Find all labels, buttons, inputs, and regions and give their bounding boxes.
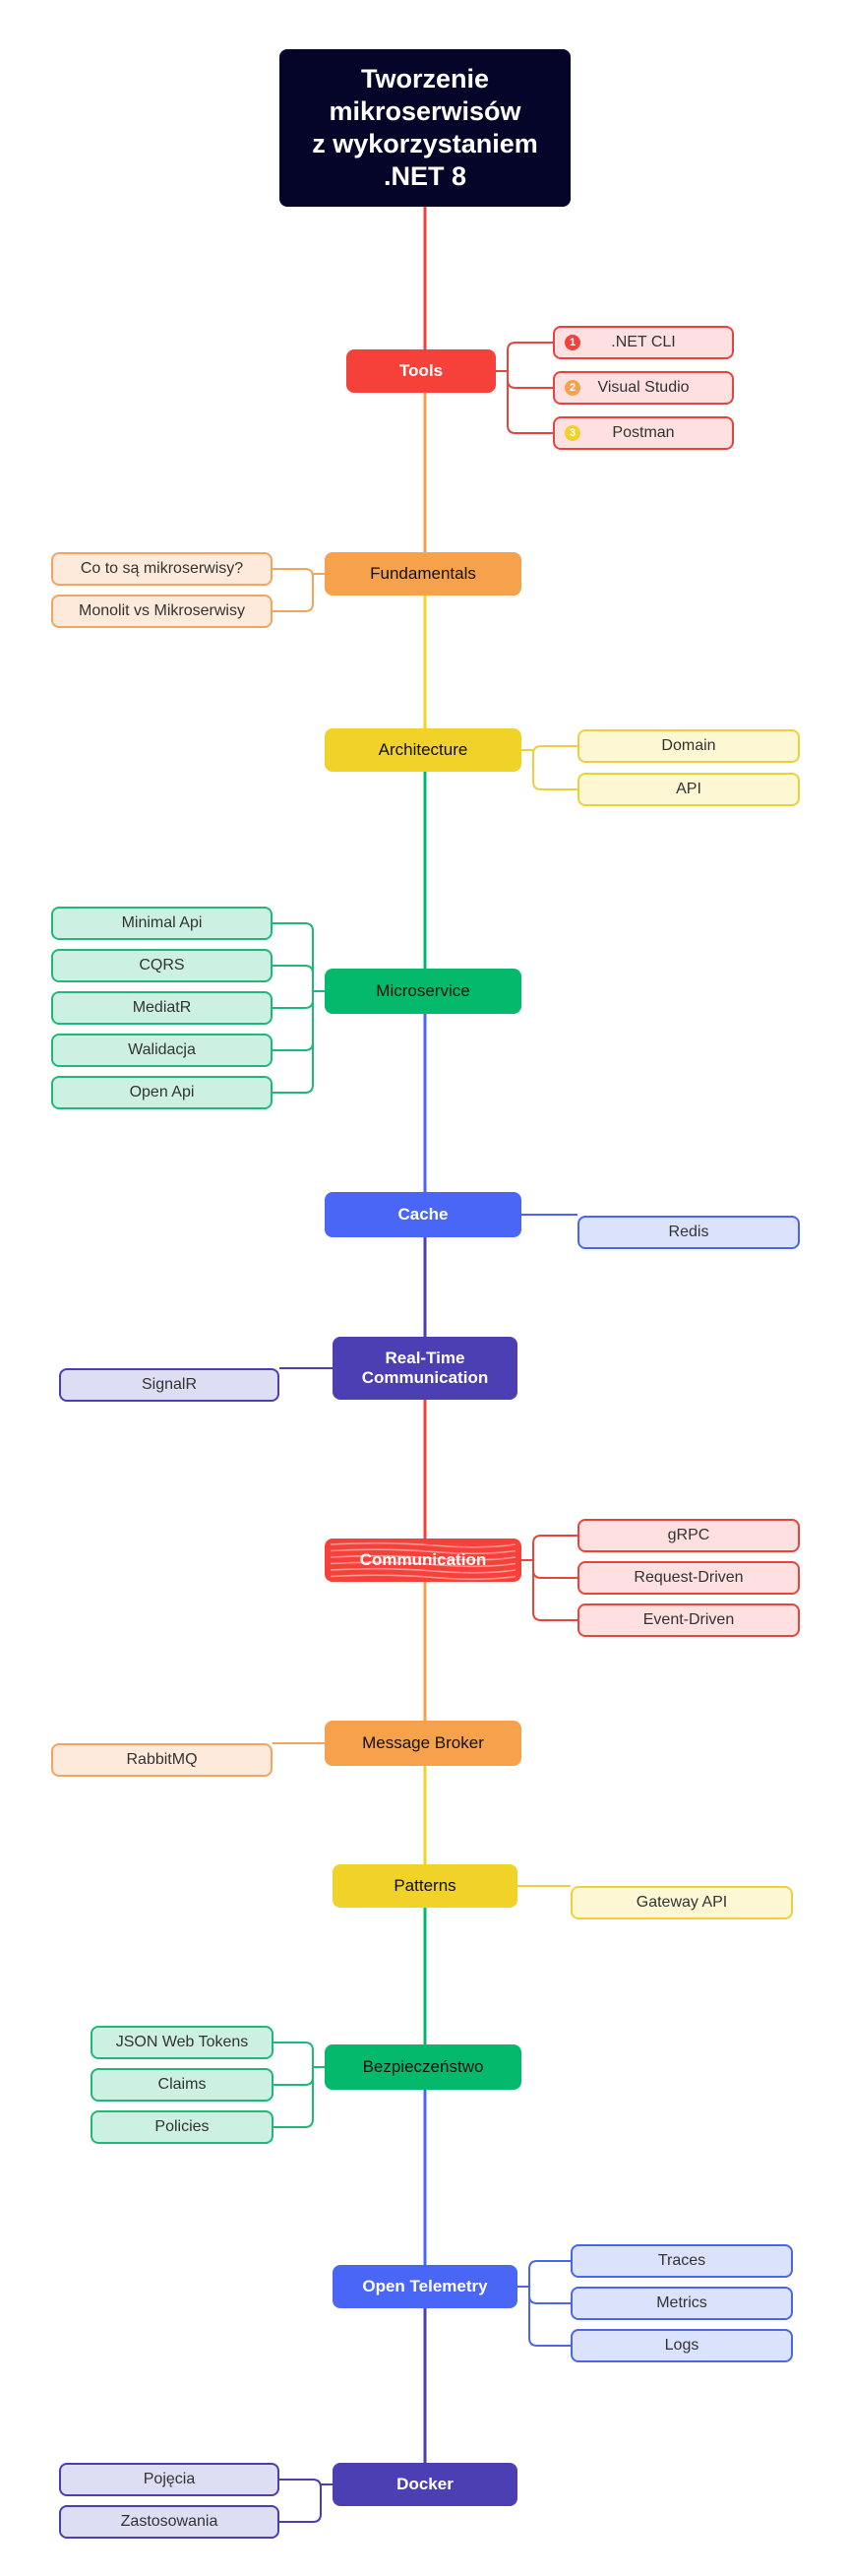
topic-node-fundamentals[interactable]: Fundamentals <box>325 552 521 596</box>
subtopic-label: JSON Web Tokens <box>115 2034 249 2050</box>
branch-connector <box>273 990 325 1094</box>
topic-node-message-broker[interactable]: Message Broker <box>325 1721 521 1766</box>
topic-node-cache[interactable]: Cache <box>325 1192 521 1237</box>
subtopic-label: Metrics <box>656 2294 707 2311</box>
branch-connector <box>273 2042 325 2068</box>
subtopic-node[interactable]: SignalR <box>59 1368 279 1402</box>
branch-connector <box>517 2286 571 2304</box>
branch-connector <box>273 573 325 612</box>
number-badge-icon: 3 <box>565 425 580 441</box>
subtopic-node[interactable]: Pojęcia <box>59 2463 279 2496</box>
branch-connector <box>496 342 553 372</box>
branch-connector <box>273 965 325 992</box>
number-badge-icon: 2 <box>565 380 580 396</box>
subtopic-node[interactable]: RabbitMQ <box>51 1743 273 1777</box>
branch-connector <box>273 990 325 1051</box>
subtopic-node[interactable]: Policies <box>91 2110 273 2144</box>
number-badge-icon: 1 <box>565 335 580 350</box>
central-title-node[interactable]: Tworzenie mikroserwisów z wykorzystaniem… <box>279 49 571 207</box>
subtopic-label: Co to są mikroserwisy? <box>80 560 244 577</box>
branch-connector <box>496 370 553 434</box>
topic-node-bezpieczeństwo[interactable]: Bezpieczeństwo <box>325 2044 521 2090</box>
topic-node-tools[interactable]: Tools <box>346 349 496 393</box>
subtopic-node[interactable]: Open Api <box>51 1076 273 1109</box>
branch-connector <box>273 990 325 1009</box>
hand-drawn-scribble <box>330 1541 516 1581</box>
subtopic-label: Request-Driven <box>634 1569 744 1586</box>
subtopic-label: Event-Driven <box>642 1611 735 1628</box>
subtopic-label: Redis <box>668 1224 709 1240</box>
subtopic-node[interactable]: Visual Studio 2 <box>553 371 734 405</box>
subtopic-label: Monolit vs Mikroserwisy <box>79 602 245 619</box>
subtopic-node[interactable]: gRPC <box>577 1519 800 1552</box>
subtopic-label: .NET CLI <box>611 334 676 350</box>
subtopic-label: API <box>676 781 701 797</box>
subtopic-node[interactable]: Walidacja <box>51 1034 273 1067</box>
subtopic-node[interactable]: Co to są mikroserwisy? <box>51 552 273 586</box>
topic-node-open-telemetry[interactable]: Open Telemetry <box>333 2265 517 2308</box>
subtopic-node[interactable]: API <box>577 773 800 806</box>
subtopic-node[interactable]: Minimal Api <box>51 907 273 940</box>
subtopic-label: gRPC <box>667 1527 710 1543</box>
subtopic-label: Policies <box>154 2118 210 2135</box>
branch-connector <box>496 370 553 389</box>
subtopic-node[interactable]: CQRS <box>51 949 273 982</box>
subtopic-node[interactable]: Gateway API <box>571 1886 793 1919</box>
subtopic-node[interactable]: Metrics <box>571 2287 793 2320</box>
branch-connector <box>273 2066 325 2128</box>
subtopic-node[interactable]: Zastosowania <box>59 2505 279 2539</box>
topic-node-communication[interactable]: Communication <box>325 1539 521 1582</box>
subtopic-label: Minimal Api <box>121 914 203 931</box>
topic-node-architecture[interactable]: Architecture <box>325 728 521 772</box>
subtopic-node[interactable]: Monolit vs Mikroserwisy <box>51 595 273 628</box>
topic-node-patterns[interactable]: Patterns <box>333 1864 517 1908</box>
topic-node-docker[interactable]: Docker <box>333 2463 517 2506</box>
subtopic-label: Open Api <box>129 1084 195 1100</box>
subtopic-label: Domain <box>661 737 716 754</box>
branch-connector <box>517 2260 571 2288</box>
branch-connector <box>521 1535 577 1561</box>
subtopic-node[interactable]: JSON Web Tokens <box>91 2026 273 2059</box>
branch-connector <box>273 2066 325 2086</box>
subtopic-node[interactable]: Traces <box>571 2244 793 2278</box>
subtopic-label: Visual Studio <box>597 379 690 396</box>
subtopic-label: Postman <box>612 424 675 441</box>
subtopic-label: Zastosowania <box>120 2513 218 2530</box>
subtopic-label: MediatR <box>132 999 192 1016</box>
branch-connector <box>517 2286 571 2347</box>
subtopic-node[interactable]: .NET CLI 1 <box>553 326 734 359</box>
subtopic-label: Walidacja <box>128 1041 196 1058</box>
branch-connector <box>521 1559 577 1579</box>
subtopic-label: Claims <box>157 2076 207 2093</box>
branch-connector <box>279 2483 333 2523</box>
topic-node-real-time-communication[interactable]: Real-Time Communication <box>333 1337 517 1400</box>
subtopic-node[interactable]: Request-Driven <box>577 1561 800 1595</box>
branch-connector <box>273 922 325 992</box>
subtopic-label: Traces <box>657 2252 706 2269</box>
subtopic-label: Pojęcia <box>143 2471 196 2487</box>
subtopic-node[interactable]: MediatR <box>51 991 273 1025</box>
subtopic-node[interactable]: Domain <box>577 729 800 763</box>
branch-connector <box>521 749 577 790</box>
subtopic-label: RabbitMQ <box>126 1751 198 1768</box>
subtopic-node[interactable]: Claims <box>91 2068 273 2102</box>
subtopic-label: CQRS <box>139 957 185 974</box>
subtopic-label: Logs <box>664 2337 699 2354</box>
subtopic-node[interactable]: Event-Driven <box>577 1603 800 1637</box>
subtopic-node[interactable]: Redis <box>577 1216 800 1249</box>
subtopic-node[interactable]: Logs <box>571 2329 793 2362</box>
branch-connector <box>521 1559 577 1621</box>
subtopic-node[interactable]: Postman 3 <box>553 416 734 450</box>
subtopic-label: SignalR <box>141 1376 198 1393</box>
subtopic-label: Gateway API <box>636 1894 728 1911</box>
topic-node-microservice[interactable]: Microservice <box>325 969 521 1014</box>
